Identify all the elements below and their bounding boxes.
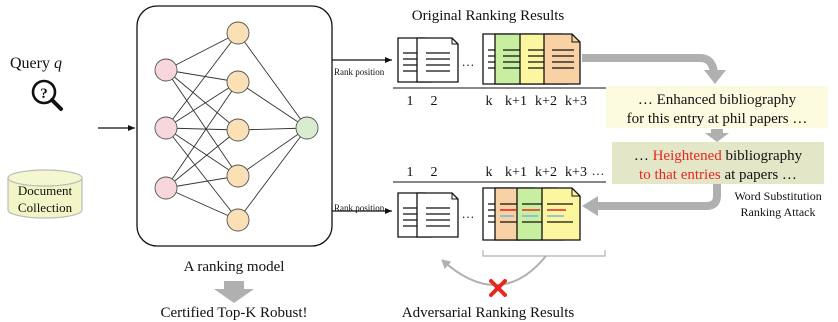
grey-arrow-to-adversarial xyxy=(596,184,721,210)
enhanced-line1: … Enhanced bibliography xyxy=(638,92,797,108)
network-nodes xyxy=(154,21,319,232)
original-position-k1: k+1 xyxy=(505,94,527,109)
heightened-line2: to that entries at papers … xyxy=(639,167,797,183)
heightened-box: … Heightened bibliography to that entrie… xyxy=(612,142,824,184)
grey-arrowhead-left xyxy=(582,196,598,216)
hidden-node xyxy=(226,208,250,232)
adversarial-dots-top: … xyxy=(592,163,605,178)
hidden-node xyxy=(226,70,250,94)
ranking-model: A ranking model Certified Top-K Robust! xyxy=(136,5,333,321)
grey-arrow-to-enhanced xyxy=(582,54,718,73)
collection-line2: Collection xyxy=(18,200,73,215)
grey-arrowhead xyxy=(704,70,726,84)
enhanced-line2: for this entry at phil papers … xyxy=(627,111,808,127)
adversarial-position-k2: k+2 xyxy=(535,165,557,180)
original-position-k: k xyxy=(486,94,493,109)
hidden-node xyxy=(226,21,250,45)
original-title: Original Ranking Results xyxy=(412,8,565,24)
svg-text:?: ? xyxy=(40,86,48,102)
model-label: A ranking model xyxy=(184,259,285,275)
adversarial-dots-middle: … xyxy=(462,206,475,221)
rank-position-label-adversarial: Rank position xyxy=(334,203,385,213)
original-doc-2 xyxy=(416,37,459,83)
adversarial-title: Adversarial Ranking Results xyxy=(402,305,575,321)
input-node xyxy=(154,58,178,82)
adversarial-position-k: k xyxy=(486,165,493,180)
down-arrow-icon xyxy=(214,281,254,303)
adversarial-position-2: 2 xyxy=(431,165,438,180)
search-question-icon: ? xyxy=(31,79,63,111)
network-edges xyxy=(165,32,308,221)
red-x-icon xyxy=(489,279,507,297)
hidden-node xyxy=(226,118,250,142)
topk-bracket xyxy=(482,250,606,257)
input-node xyxy=(154,116,178,140)
adversarial-doc-2 xyxy=(416,192,459,238)
adversarial-doc-attacked-yellow xyxy=(541,187,581,241)
original-position-1: 1 xyxy=(407,94,414,109)
original-positions: 1 2 k k+1 k+2 k+3 xyxy=(407,94,587,109)
output-node xyxy=(295,116,319,140)
original-dots-middle: … xyxy=(462,54,475,69)
collection-line1: Document xyxy=(18,183,73,198)
original-position-k3: k+3 xyxy=(565,94,587,109)
attack-line2: Ranking Attack xyxy=(741,205,816,219)
input-node xyxy=(154,176,178,200)
original-doc-k-plus-3 xyxy=(543,33,581,85)
enhanced-box: … Enhanced bibliography for this entry a… xyxy=(606,86,828,128)
adversarial-positions: 1 2 k k+1 k+2 k+3 xyxy=(407,165,587,180)
document-collection: Document Collection xyxy=(7,169,83,219)
attack-line1: Word Substitution xyxy=(734,189,821,203)
query-label: Query q xyxy=(10,55,62,72)
original-position-k2: k+2 xyxy=(535,94,557,109)
original-position-2: 2 xyxy=(431,94,438,109)
adversarial-position-1: 1 xyxy=(407,165,414,180)
grey-arrow-down-small xyxy=(705,129,729,142)
adversarial-position-k1: k+1 xyxy=(505,165,527,180)
adversarial-position-k3: k+3 xyxy=(565,165,587,180)
certified-label: Certified Top-K Robust! xyxy=(161,305,308,321)
rank-position-label-original: Rank position xyxy=(334,67,385,77)
swap-curve-arrow xyxy=(441,255,547,286)
query-group: Query q ? xyxy=(10,55,63,111)
heightened-line1: … Heightened bibliography xyxy=(634,148,803,164)
hidden-node xyxy=(226,164,250,188)
